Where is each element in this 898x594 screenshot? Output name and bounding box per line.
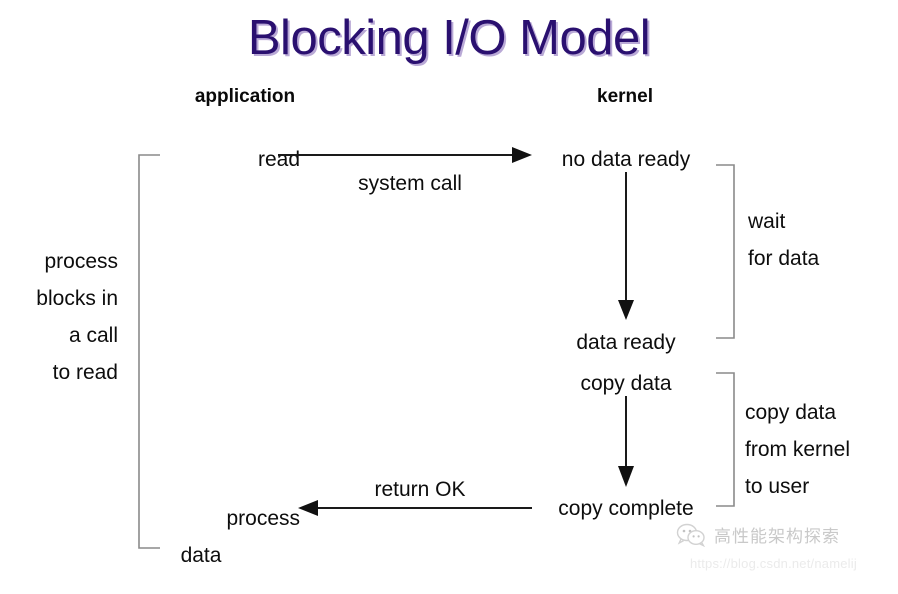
wechat-icon xyxy=(676,523,705,547)
annotation-process-blocks-line2: blocks in xyxy=(36,287,118,310)
bracket-process-blocks xyxy=(138,154,160,549)
watermark-account: 高性能架构探索 xyxy=(714,527,840,546)
watermark: 高性能架构探索 https://blog.csdn.net/namelij xyxy=(668,522,898,586)
step-data-ready: data ready xyxy=(576,331,676,354)
annotation-copy-from-kernel-to-user: copy data from kernel to user xyxy=(745,394,898,505)
page-title: Blocking I/O Model xyxy=(247,11,651,65)
arrow-read-to-kernel xyxy=(278,147,532,163)
annotation-wait-for-data: wait for data xyxy=(748,203,893,277)
annotation-process-blocks-line3: a call xyxy=(68,324,118,347)
step-process-data: process data xyxy=(120,500,300,574)
column-header-application: application xyxy=(194,86,296,107)
bracket-wait-for-data xyxy=(716,164,735,339)
annotation-copy-line1: copy data xyxy=(745,401,837,424)
watermark-url: https://blog.csdn.net/namelij xyxy=(690,556,857,571)
annotation-copy-line3: to user xyxy=(745,475,810,498)
arrow-no-data-ready-to-data-ready xyxy=(618,172,634,320)
step-read: read xyxy=(257,148,300,171)
annotation-copy-line2: from kernel xyxy=(745,438,851,461)
annotation-wait-for-data-line1: wait xyxy=(748,210,786,233)
step-copy-complete: copy complete xyxy=(558,497,694,520)
arrow-label-return-ok: return OK xyxy=(374,478,466,501)
arrow-copy-data-to-copy-complete xyxy=(618,396,634,487)
annotation-wait-for-data-line2: for data xyxy=(748,247,820,270)
step-copy-data: copy data xyxy=(580,372,672,395)
step-process-data-line1: process xyxy=(226,507,300,530)
annotation-process-blocks-line4: to read xyxy=(52,361,118,384)
step-process-data-line2: data xyxy=(180,544,222,567)
arrow-label-system-call: system call xyxy=(358,172,462,195)
annotation-process-blocks-in-a-call-to-read: process blocks in a call to read xyxy=(0,243,118,391)
column-header-kernel: kernel xyxy=(597,86,653,107)
step-no-data-ready: no data ready xyxy=(561,148,691,171)
annotation-process-blocks-line1: process xyxy=(44,250,118,273)
